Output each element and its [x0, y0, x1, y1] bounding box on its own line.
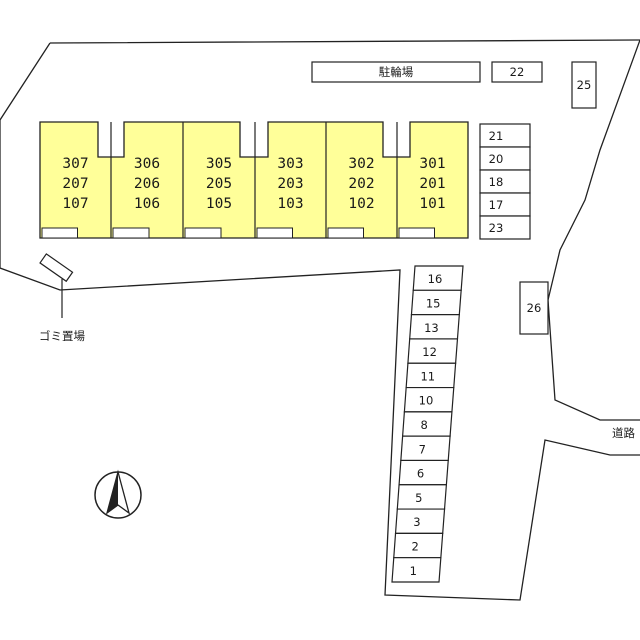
room-number: 207	[62, 176, 88, 192]
parking-space-16: 16	[412, 265, 464, 291]
building-outline	[39, 121, 469, 239]
room-number: 306	[134, 156, 160, 172]
unit-5: 302 202 102	[327, 156, 375, 239]
svg-text:10: 10	[419, 394, 434, 408]
room-number: 201	[419, 176, 445, 192]
parking-space-7: 7	[400, 435, 451, 462]
svg-text:12: 12	[422, 345, 437, 359]
room-number: 305	[206, 156, 232, 172]
svg-text:5: 5	[415, 491, 422, 505]
svg-text:23: 23	[489, 221, 504, 235]
parking-space-10: 10	[403, 386, 455, 413]
room-number: 101	[419, 196, 445, 212]
svg-text:26: 26	[527, 301, 542, 315]
parking-stack-right: 21 20 18 17 23	[479, 123, 531, 240]
apartment-building: 307 207 107 306 206 106 305 205 105 303 203 103 302 2…	[39, 121, 469, 239]
room-number: 105	[206, 196, 232, 212]
parking-space-8: 8	[401, 411, 453, 437]
room-number: 102	[348, 196, 374, 212]
parking-space-1: 1	[391, 557, 442, 583]
bike-parking: 駐輪場	[311, 61, 481, 83]
garbage-area: ゴミ置場	[39, 253, 85, 343]
parking-space-26: 26	[519, 281, 549, 335]
svg-text:1: 1	[410, 564, 417, 578]
svg-text:25: 25	[577, 78, 592, 92]
room-number: 103	[277, 196, 303, 212]
lot-boundary	[0, 39, 640, 601]
room-number: 301	[419, 156, 445, 172]
room-number: 202	[348, 176, 374, 192]
parking-space-3: 3	[394, 508, 446, 534]
room-number: 206	[134, 176, 160, 192]
parking-space-17: 17	[479, 192, 531, 217]
room-number: 203	[277, 176, 303, 192]
svg-text:駐輪場: 駐輪場	[379, 65, 414, 79]
room-number: 106	[134, 196, 160, 212]
parking-space-18: 18	[479, 169, 531, 194]
svg-text:13: 13	[424, 321, 439, 335]
svg-text:16: 16	[428, 272, 443, 286]
parking-space-20: 20	[479, 146, 531, 171]
svg-text:3: 3	[413, 515, 420, 529]
svg-text:6: 6	[417, 467, 424, 481]
garbage-label: ゴミ置場	[39, 329, 85, 343]
parking-space-21: 21	[479, 123, 531, 148]
svg-text:17: 17	[489, 198, 504, 212]
parking-space-12: 12	[407, 338, 459, 364]
svg-text:22: 22	[510, 65, 525, 79]
unit-4: 303 203 103	[256, 156, 304, 239]
room-number: 303	[277, 156, 303, 172]
room-number: 302	[348, 156, 374, 172]
parking-space-13: 13	[409, 314, 460, 340]
svg-text:7: 7	[419, 442, 426, 456]
room-number: 107	[62, 196, 88, 212]
parking-space-6: 6	[398, 459, 449, 486]
parking-column: 16 15 13 12 11 10 8 7 6 5 3 2 1	[391, 265, 464, 583]
north-arrow-icon	[94, 469, 142, 519]
room-number: 307	[62, 156, 88, 172]
unit-6: 301 201 101	[398, 156, 446, 239]
unit-1: 307 207 107	[41, 156, 89, 239]
parking-space-25: 25	[571, 61, 597, 109]
svg-text:2: 2	[411, 540, 418, 554]
svg-text:20: 20	[489, 152, 504, 166]
unit-3: 305 205 105	[184, 156, 232, 239]
room-number: 205	[206, 176, 232, 192]
parking-space-23: 23	[479, 215, 531, 240]
unit-2: 306 206 106	[112, 156, 160, 239]
svg-text:8: 8	[420, 418, 427, 432]
svg-text:21: 21	[489, 129, 504, 143]
svg-text:15: 15	[426, 296, 441, 310]
parking-space-2: 2	[393, 532, 444, 559]
svg-text:11: 11	[420, 369, 435, 383]
parking-space-11: 11	[405, 362, 457, 389]
parking-space-22: 22	[491, 61, 543, 83]
svg-text:18: 18	[489, 175, 504, 189]
parking-space-15: 15	[410, 289, 462, 316]
parking-space-5: 5	[396, 484, 448, 510]
road-label: 道路	[612, 426, 635, 440]
